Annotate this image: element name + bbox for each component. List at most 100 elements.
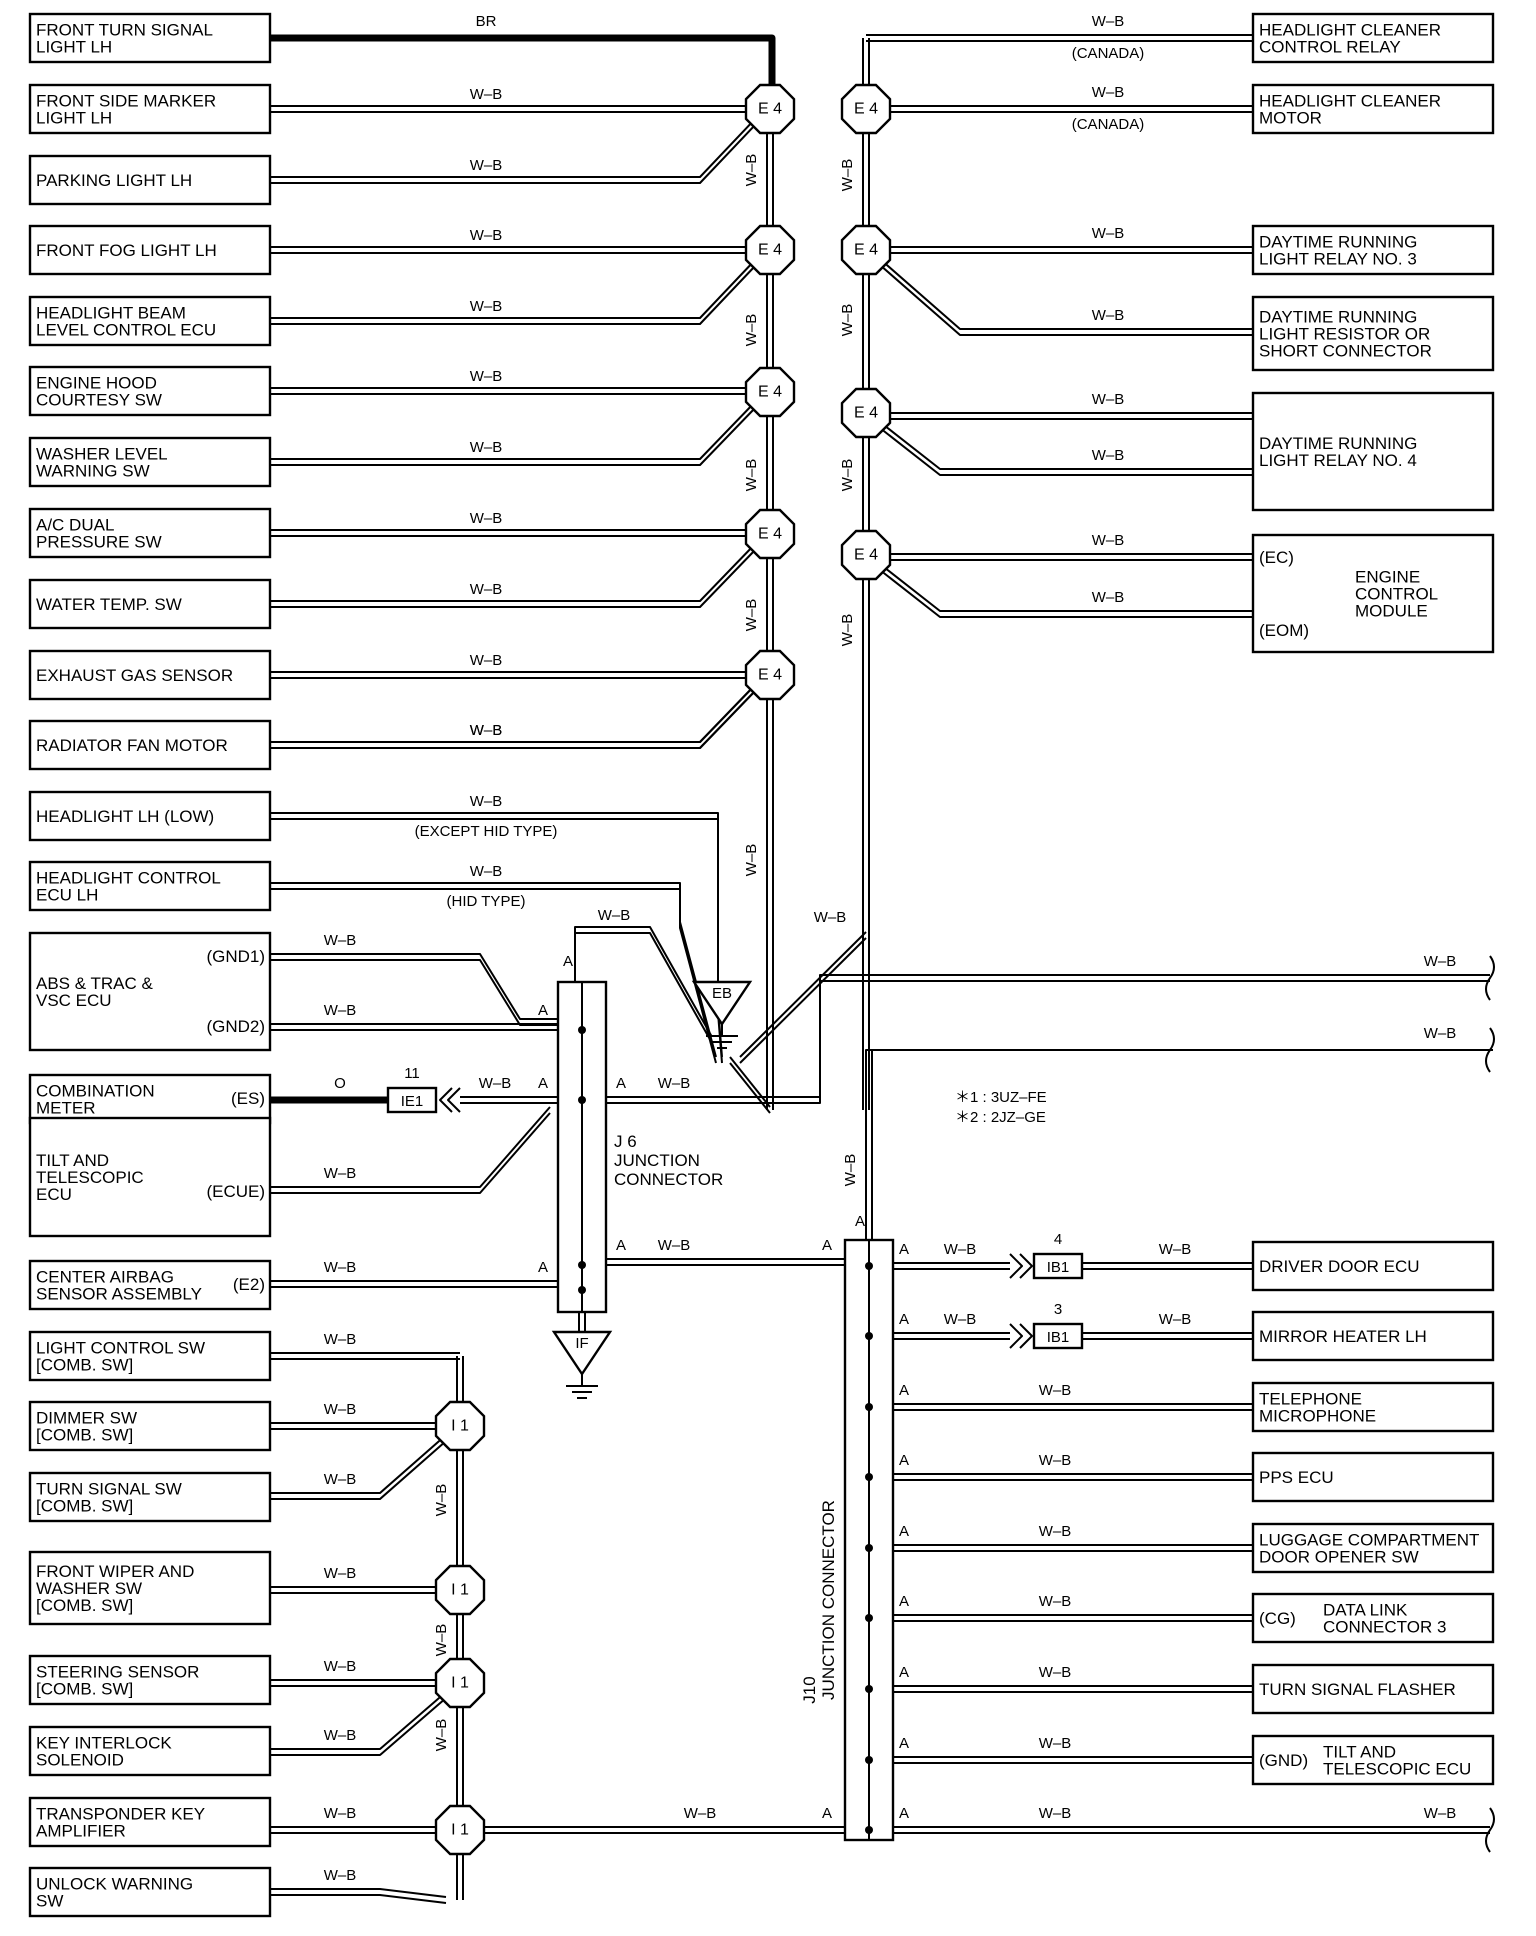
component-box [28,649,272,701]
component-label: TELESCOPIC [36,1168,144,1187]
junction-j6-label: J 6 [614,1132,637,1151]
component-box [1251,391,1495,512]
splice-label: E 4 [854,405,878,422]
left-component-21: STEERING SENSOR[COMB. SW] [28,1654,272,1706]
component-label: WASHER SW [36,1579,142,1598]
wire-drl4b [879,421,1253,470]
ground-if: IF [551,1330,613,1399]
left-component-3: FRONT FOG LIGHT LH [28,224,272,276]
wire-code: W–B [324,1165,357,1182]
wire-code: W–B [1092,391,1125,408]
wire-code: W–B [1092,447,1125,464]
wire-to-e4 [270,264,757,325]
pin-a: A [899,1735,909,1752]
component-label: ECU LH [36,886,98,905]
wire-code-vertical: W–B [842,1154,859,1187]
splice-outline [434,1657,486,1709]
wire-headlight-hid [270,888,717,1064]
wire-code: W–B [479,1075,512,1092]
wire-code: W–B [684,1805,717,1822]
splice-outline [434,1564,486,1616]
component-box [28,1073,272,1125]
wire-code: W–B [1092,532,1125,549]
pin-a: A [855,1213,865,1230]
junction-dot [578,1261,586,1269]
inline-connector-label: IB1 [1047,1259,1070,1276]
pin-a: A [538,1259,548,1276]
component-label: SW [36,1892,63,1911]
ground-eb: EB [691,980,753,1049]
wire-comb [270,1697,447,1756]
component-label: MIRROR HEATER LH [1259,1327,1427,1346]
wire-code: W–B [658,1237,691,1254]
right-component-9: PPS ECU [1251,1451,1495,1503]
wire-code: W–B [1039,1664,1072,1681]
component-label: TURN SIGNAL SW [36,1480,182,1499]
component-label: ENGINE HOOD [36,374,157,393]
inline-connector-label: IB1 [1047,1329,1070,1346]
component-label: STEERING SENSOR [36,1663,199,1682]
wire-code: W–B [1039,1523,1072,1540]
component-label: MICROPHONE [1259,1407,1376,1426]
component-box [28,1471,272,1523]
component-label: DOOR OPENER SW [1259,1548,1419,1567]
component-label: HEADLIGHT CLEANER [1259,21,1441,40]
component-box [28,224,272,276]
wire-code: W–B [324,1471,357,1488]
component-label: HEADLIGHT CONTROL [36,869,221,888]
junction-j10-label: J10 [800,1676,819,1703]
component-box [28,436,272,488]
component-box [1251,12,1495,64]
splice-outline [840,529,892,581]
ground-triangle [691,980,753,1027]
component-box [28,83,272,135]
junction-dot [578,1286,586,1294]
wire-code: W–B [1159,1311,1192,1328]
component-box [28,931,272,1052]
junction-dot [865,1262,873,1270]
wire-code: W–B [470,722,503,739]
wire-code: W–B [470,722,503,739]
connector-chevron-icon [439,1087,461,1113]
component-label: LIGHT RESISTOR OR [1259,325,1430,344]
wire-to-e4 [270,258,757,319]
wire-to-e4 [270,123,757,184]
wire-drl-res [879,258,1253,330]
wire-code-vertical: W–B [433,1719,450,1752]
splice-outline [744,649,796,701]
component-box [28,860,272,912]
wire-code-vertical: W–B [839,459,856,492]
splice-e4-left-4: E 4 [744,649,796,701]
wire-code: W–B [324,1002,357,1019]
inline-connector-ie1 [386,1086,438,1114]
splice-outline [744,366,796,418]
component-label: METER [36,1099,96,1118]
component-label: WATER TEMP. SW [36,595,182,614]
wire-code: W–B [658,1075,691,1092]
component-label: [COMB. SW] [36,1680,133,1699]
wire-ecue [270,1112,551,1194]
splice-label: E 4 [758,242,782,259]
wire-code: W–B [470,652,503,669]
wire-code: W–B [1039,1593,1072,1610]
wire-code: W–B [324,1565,357,1582]
left-component-10: RADIATOR FAN MOTOR [28,719,272,771]
wire-code-vertical: W–B [743,154,760,187]
pin-a: A [538,1075,548,1092]
component-label: LIGHT LH [36,38,112,57]
wire-ecue [270,1106,551,1188]
component-box [1251,1310,1495,1362]
splice-outline [840,387,892,439]
wire-drl-res [879,264,1253,336]
wire-code-vertical: W–B [743,599,760,632]
component-label: FRONT SIDE MARKER [36,92,216,111]
wire-comb [270,1894,447,1904]
